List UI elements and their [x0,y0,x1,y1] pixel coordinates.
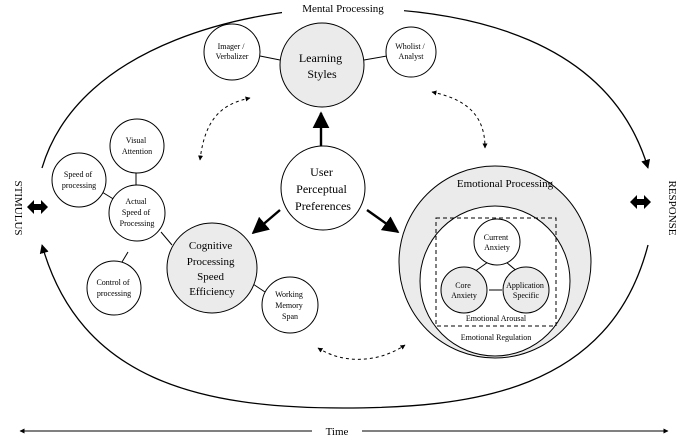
link-imager-learning [259,55,281,61]
emotional-arousal-box [435,217,557,327]
stimulus-label: STIMULUS [12,180,24,235]
svg-text:Wholist / Analyst: Wholist / Analyst [395,42,427,61]
svg-text:Working Memory Spa: Working Memory Span [275,290,305,321]
link-wholist-learning [363,55,388,61]
speed-of-processing-node[interactable]: Speed of processing [51,152,107,208]
emotional-regulation-label: Emotional Regulation [461,333,531,342]
actual-speed-of-processing-node[interactable]: Actual Speed of Processing [108,184,166,242]
user-perceptual-preferences-node[interactable]: User Perceptual Preferences [280,145,366,231]
svg-text:Learning Styles: Learning Styles [299,51,345,81]
current-anxiety-node[interactable]: Current Anxiety [473,218,521,266]
svg-text:Application Specific: Application Specific [506,281,546,300]
link-actual-cognitive [160,231,173,246]
svg-text:Actual Speed of Pr: Actual Speed of Processing [120,197,155,228]
core-anxiety-node[interactable]: Core Anxiety [440,266,488,314]
learning-styles-node[interactable]: Learning Styles [279,22,365,108]
imager-verbalizer-node[interactable]: Imager / Verbalizer [203,23,261,81]
arrow-to-cognitive [251,209,281,235]
svg-text:Control of processing: Control of processing [96,278,131,298]
svg-text:Current Anxiety: Current Anxiety [484,233,510,252]
outer-title: Mental Processing [302,3,384,15]
svg-text:User Perceptual Pr: User Perceptual Preferences [295,165,351,213]
outer-title-backdrop [282,0,404,15]
dashed-arrow-bottom [317,344,406,360]
time-label: Time [326,426,349,438]
control-of-processing-node[interactable]: Control of processing [86,260,142,316]
arrow-to-emotional [366,209,400,233]
stimulus-double-arrow [27,200,48,214]
cognitive-processing-node[interactable]: Cognitive Processing Speed Efficiency [166,222,258,314]
emotional-arousal-label: Emotional Arousal [466,314,527,323]
visual-attention-node[interactable]: Visual Attention [109,118,165,174]
dashed-arrow-left-top [198,96,251,161]
application-specific-node[interactable]: Application Specific [502,266,550,314]
outer-loop-bottom-arc [39,244,649,409]
svg-text:Imager / Verbalizer: Imager / Verbalizer [216,42,249,61]
link-control-actual [121,251,129,263]
response-double-arrow [630,195,651,209]
emotional-processing-title: Emotional Processing [457,178,554,190]
svg-text:Cognitive Processing: Cognitive Processing Speed Efficiency [187,240,237,298]
svg-text:Core Anxiety: Core Anxiety [451,281,477,300]
svg-text:Visual Attention: Visual Attention [122,136,152,156]
wholist-analyst-node[interactable]: Wholist / Analyst [385,26,437,78]
response-label: RESPONSE [666,180,678,235]
svg-text:Speed of processing: Speed of processing [62,170,96,190]
working-memory-span-node[interactable]: Working Memory Span [261,276,319,334]
dashed-arrow-right-top [431,90,488,149]
